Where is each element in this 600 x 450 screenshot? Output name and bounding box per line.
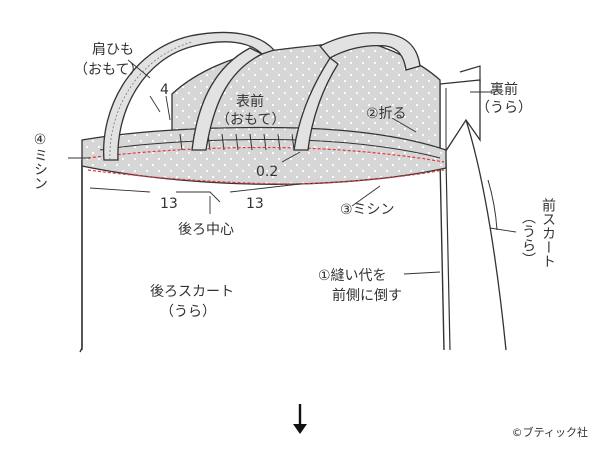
- step3-sew-label: ③ミシン: [340, 202, 395, 218]
- measure-0-2: 0.2: [256, 164, 278, 180]
- shoulder-strap-left-down: [191, 47, 264, 151]
- step4-sew-label: ④ミシン: [32, 132, 48, 190]
- strap-stitch-left: [109, 41, 193, 161]
- copyright-text: ©ブティック社: [511, 426, 588, 439]
- step1-sublabel: 前側に倒す: [332, 287, 402, 304]
- step1-label: ①縫い代を: [318, 268, 387, 284]
- back-skirt-right-edge-inner: [445, 159, 451, 351]
- front-skirt-label: 前スカート: [540, 197, 556, 268]
- step2-fold-label: ②折る: [366, 106, 407, 122]
- back-waist-band: [81, 126, 447, 185]
- measure-13-left: 13: [160, 196, 178, 212]
- lining-front-label: 裏前: [490, 81, 518, 98]
- lining-front-sublabel: （うら）: [476, 100, 532, 116]
- strap-label: 肩ひも: [92, 42, 134, 58]
- strap-sublabel: （おもて）: [74, 62, 143, 78]
- lining-front-top: [459, 65, 481, 82]
- shoulder-strap-right: [318, 32, 421, 71]
- front-skirt-inner-line: [487, 179, 498, 231]
- shoulder-strap-left: [103, 31, 276, 161]
- back-skirt-label: 後ろスカート: [150, 284, 234, 300]
- shoulder-strap-right-down: [293, 57, 339, 151]
- back-skirt-right-edge: [439, 159, 445, 351]
- measure-13-right: 13: [246, 196, 264, 212]
- outer-front-sublabel: （おもて）: [216, 112, 285, 128]
- measure-4: 4: [160, 82, 169, 98]
- next-step-arrow: [293, 404, 307, 434]
- front-skirt-sublabel: （うら）: [520, 210, 536, 266]
- outer-front-label: 表前: [236, 93, 264, 110]
- back-center-label: 後ろ中心: [178, 222, 234, 238]
- leader-lines: [68, 59, 517, 275]
- back-skirt-sublabel: （うら）: [160, 304, 216, 320]
- front-skirt-panel: [465, 119, 507, 351]
